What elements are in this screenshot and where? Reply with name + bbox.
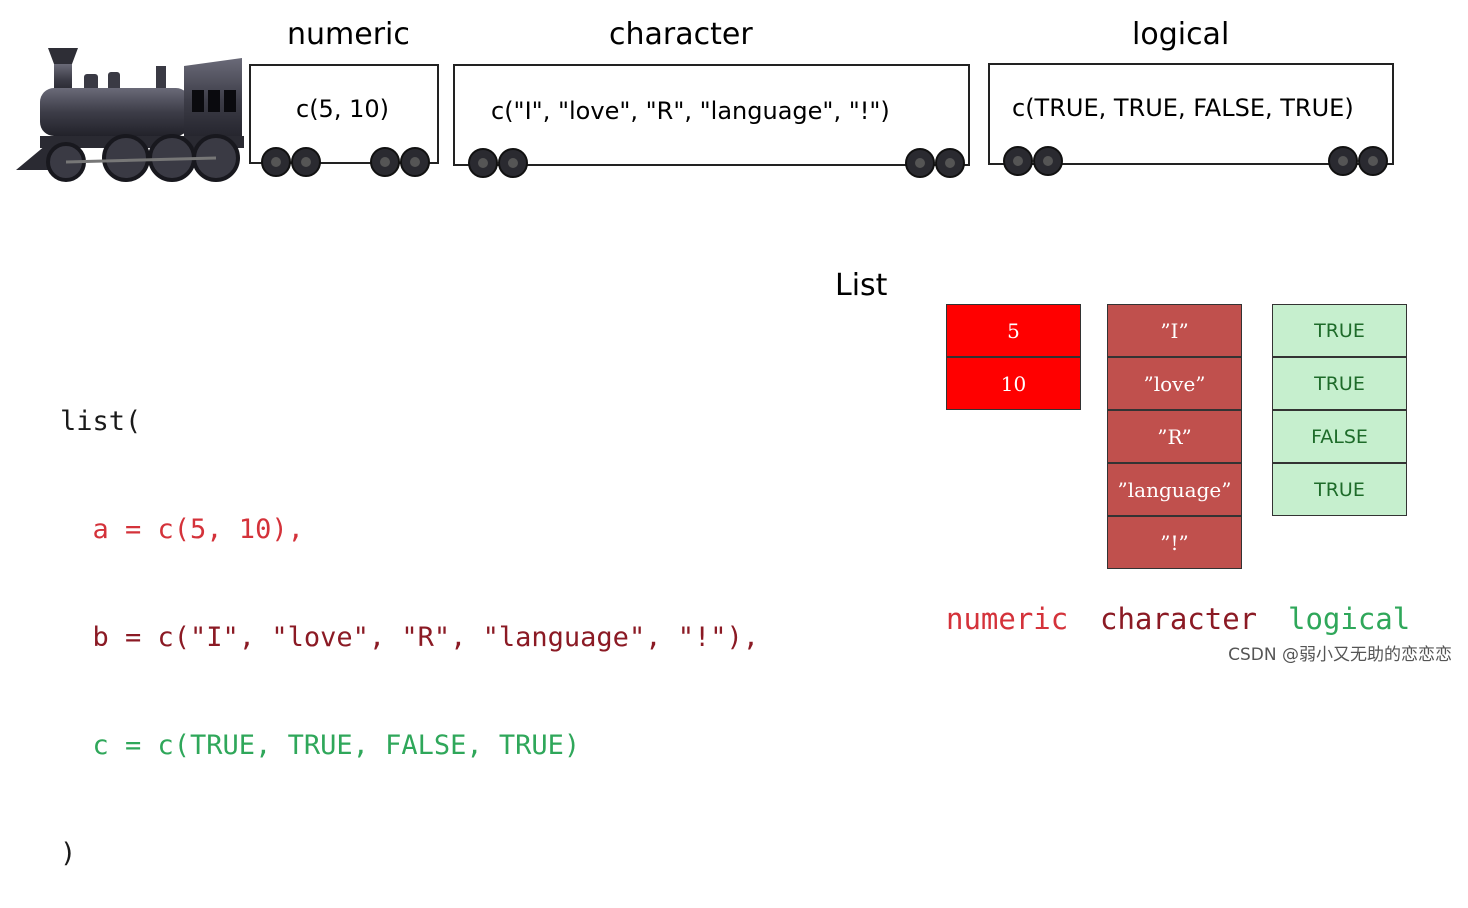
code-line-b: b = c("I", "love", "R", "language", "!")… bbox=[60, 622, 759, 653]
list-title: List bbox=[835, 268, 888, 303]
list-cell-character: ”!” bbox=[1107, 516, 1242, 569]
wheel-icon bbox=[291, 147, 321, 177]
legend-character: character bbox=[1100, 602, 1258, 636]
car-content-logical: c(TRUE, TRUE, FALSE, TRUE) bbox=[1012, 94, 1354, 122]
code-line-close: ) bbox=[60, 838, 77, 869]
legend-logical: logical bbox=[1288, 602, 1411, 636]
list-cell-character: ”language” bbox=[1107, 463, 1242, 516]
wheel-icon bbox=[468, 148, 498, 178]
legend-numeric: numeric bbox=[946, 602, 1069, 636]
wheel-icon bbox=[498, 148, 528, 178]
list-cell-numeric: 10 bbox=[946, 357, 1081, 410]
list-cell-character: ”R” bbox=[1107, 410, 1242, 463]
car-label-logical: logical bbox=[1132, 17, 1230, 52]
watermark: CSDN @弱小又无助的恋恋恋 bbox=[1228, 645, 1452, 665]
wheel-icon bbox=[370, 147, 400, 177]
wheel-icon bbox=[935, 148, 965, 178]
list-cell-logical: TRUE bbox=[1272, 463, 1407, 516]
wheel-icon bbox=[1358, 146, 1388, 176]
wheel-icon bbox=[400, 147, 430, 177]
list-cell-character: ”love” bbox=[1107, 357, 1242, 410]
list-cell-logical: TRUE bbox=[1272, 304, 1407, 357]
locomotive-icon bbox=[16, 48, 244, 182]
code-line-a: a = c(5, 10), bbox=[60, 514, 304, 545]
list-cell-numeric: 5 bbox=[946, 304, 1081, 357]
wheel-icon bbox=[905, 148, 935, 178]
wheel-icon bbox=[1328, 146, 1358, 176]
wheel-icon bbox=[1033, 146, 1063, 176]
car-label-numeric: numeric bbox=[287, 17, 410, 52]
list-cell-logical: FALSE bbox=[1272, 410, 1407, 463]
code-line-open: list( bbox=[60, 406, 142, 437]
code-block: list( a = c(5, 10), b = c("I", "love", "… bbox=[60, 332, 759, 908]
car-content-numeric: c(5, 10) bbox=[296, 95, 389, 123]
code-line-c: c = c(TRUE, TRUE, FALSE, TRUE) bbox=[60, 730, 581, 761]
wheel-icon bbox=[261, 147, 291, 177]
list-cell-logical: TRUE bbox=[1272, 357, 1407, 410]
car-label-character: character bbox=[609, 17, 753, 52]
car-content-character: c("I", "love", "R", "language", "!") bbox=[491, 97, 890, 125]
train-car-character bbox=[453, 64, 970, 166]
list-cell-character: ”I” bbox=[1107, 304, 1242, 357]
wheel-icon bbox=[1003, 146, 1033, 176]
